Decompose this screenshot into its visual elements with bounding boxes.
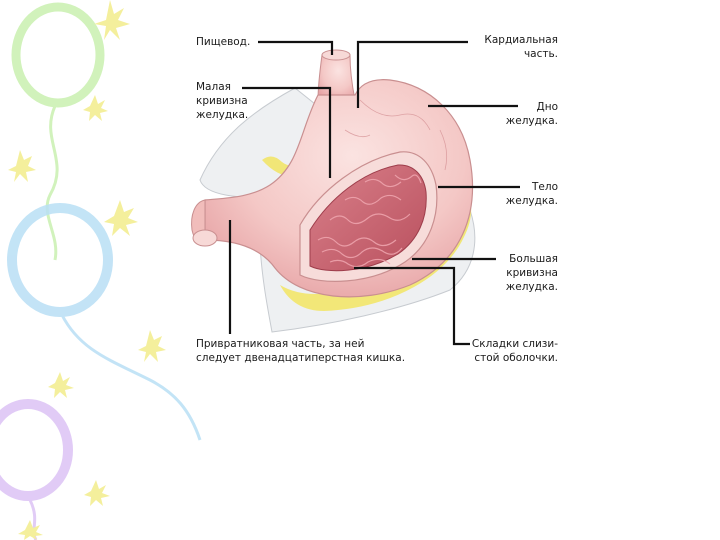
label-lesser-curvature-line-1: Малая: [196, 80, 248, 94]
label-body-line-1: Тело: [490, 180, 558, 194]
esophagus: [318, 55, 355, 100]
label-pylorus-line-2: следует двенадцатиперстная кишка.: [196, 351, 405, 365]
label-fundus-line-2: желудка.: [490, 114, 558, 128]
label-pylorus: Привратниковая часть, за ней следует две…: [196, 337, 405, 365]
label-fundus-line-1: Дно: [490, 100, 558, 114]
label-body-line-2: желудка.: [490, 194, 558, 208]
label-cardia: Кардиальная часть.: [470, 33, 558, 61]
label-greater-curvature-line-2: кривизна: [490, 266, 558, 280]
duodenum-opening: [193, 230, 217, 246]
label-mucosa-folds-line-2: стой оболочки.: [450, 351, 558, 365]
label-mucosa-folds: Складки слизи- стой оболочки.: [450, 337, 558, 365]
label-lesser-curvature-line-3: желудка.: [196, 108, 248, 122]
label-greater-curvature-line-3: желудка.: [490, 280, 558, 294]
label-lesser-curvature: Малая кривизна желудка.: [196, 80, 248, 122]
label-esophagus: Пищевод.: [196, 35, 250, 49]
esophagus-opening: [322, 50, 350, 60]
label-greater-curvature: Большая кривизна желудка.: [490, 252, 558, 294]
label-esophagus-line-1: Пищевод.: [196, 35, 250, 49]
label-lesser-curvature-line-2: кривизна: [196, 94, 248, 108]
label-greater-curvature-line-1: Большая: [490, 252, 558, 266]
label-mucosa-folds-line-1: Складки слизи-: [450, 337, 558, 351]
leader-esophagus: [258, 42, 332, 55]
label-cardia-line-2: часть.: [470, 47, 558, 61]
label-fundus: Дно желудка.: [490, 100, 558, 128]
label-cardia-line-1: Кардиальная: [470, 33, 558, 47]
label-pylorus-line-1: Привратниковая часть, за ней: [196, 337, 405, 351]
label-body: Тело желудка.: [490, 180, 558, 208]
